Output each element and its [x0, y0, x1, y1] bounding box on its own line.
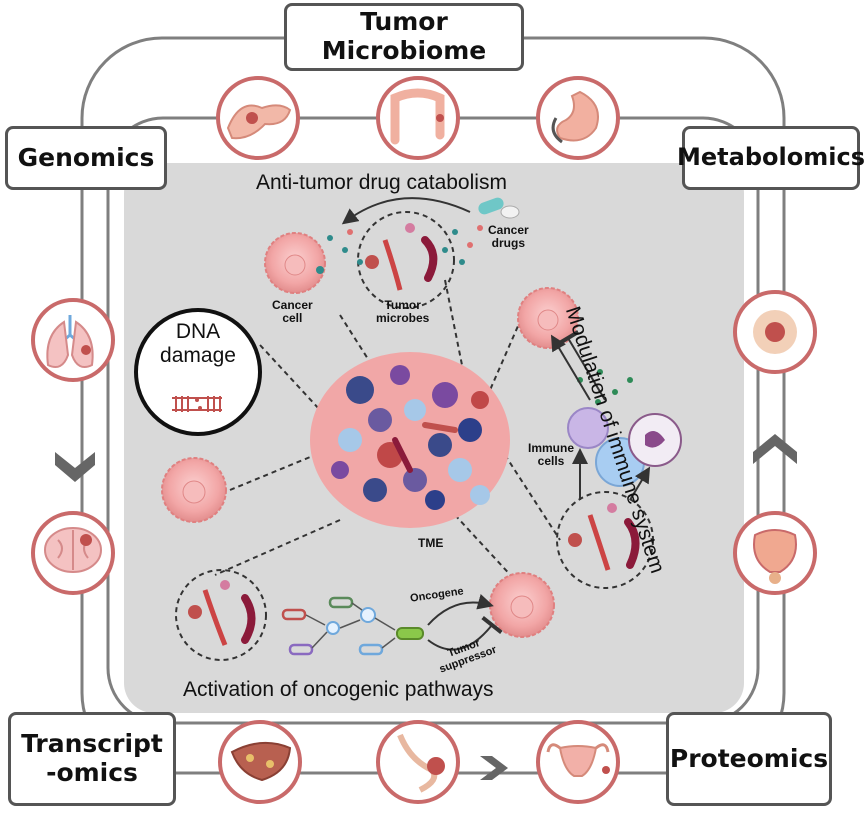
cancer-cell	[489, 572, 555, 638]
catabolism-arrow	[341, 197, 471, 225]
tme-label: TME	[418, 536, 444, 550]
proteomics-label: Proteomics	[669, 743, 829, 773]
activation-arrow	[550, 334, 591, 401]
tumor-microbiome-label: Tumor Microbiome	[321, 7, 487, 65]
tumor-microbes-label: Tumor microbes	[376, 298, 430, 326]
drug-particles	[316, 225, 483, 274]
chevron-right-icon	[480, 756, 508, 780]
signaling-pathway	[281, 596, 424, 656]
pancreas-icon	[216, 76, 300, 160]
immune-cell	[567, 407, 682, 487]
inhibition-line	[556, 330, 606, 401]
pill-icon	[478, 197, 520, 219]
tumor-suppressor-inhibition	[427, 615, 503, 651]
oncogene-arrow	[427, 594, 494, 626]
stomach-icon	[536, 76, 620, 160]
genomics-box: Genomics	[5, 126, 167, 190]
bladder-icon	[733, 511, 817, 595]
microbe-cluster-top	[357, 211, 455, 309]
colon-icon	[376, 76, 460, 160]
uterus-icon	[536, 720, 620, 804]
liver-icon	[218, 720, 302, 804]
dna-damage-label: DNA damage	[160, 320, 236, 368]
cancer-drugs-label: Cancer drugs	[488, 223, 529, 251]
brain-icon	[31, 511, 115, 595]
dashed-connectors	[214, 279, 561, 581]
lung-icon	[31, 298, 115, 382]
oncogenic-pathways-title: Activation of oncogenic pathways	[183, 678, 494, 701]
tumor-microbiome-box: Tumor Microbiome	[284, 3, 524, 71]
proteomics-box: Proteomics	[666, 712, 832, 806]
metabolomics-box: Metabolomics	[677, 126, 865, 190]
drug-catabolism-title: Anti-tumor drug catabolism	[256, 171, 507, 194]
chevron-down-icon	[55, 452, 95, 482]
transcriptomics-label-line2: -omics	[46, 758, 138, 787]
tme-mass	[310, 352, 510, 528]
cancer-cell	[264, 232, 326, 294]
microbe-cluster-right	[556, 491, 654, 589]
cytokine-particles	[577, 369, 633, 405]
dna-damage-bubble	[134, 308, 262, 436]
cancer-cell-label: Cancer cell	[272, 298, 313, 326]
cancer-cell	[161, 457, 227, 523]
chevron-up-icon	[753, 434, 797, 464]
immune-cells-label: Immune cells	[528, 441, 575, 469]
transcriptomics-label-line1: Transcript	[21, 729, 163, 759]
genomics-label: Genomics	[17, 142, 155, 172]
microbe-to-immune-arrow	[629, 466, 651, 501]
transcriptomics-box: Transcript -omics	[8, 712, 176, 806]
microbe-cluster-bottom-left	[175, 569, 267, 661]
metabolomics-label: Metabolomics	[677, 143, 865, 172]
skin-lesion-icon	[733, 290, 817, 374]
breast-icon	[376, 720, 460, 804]
